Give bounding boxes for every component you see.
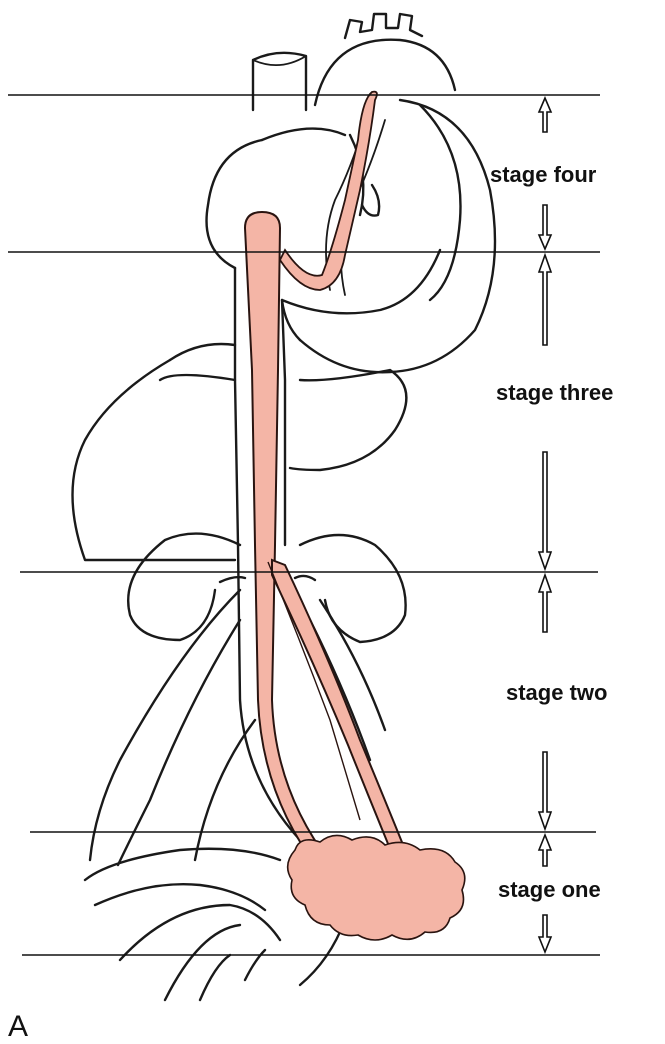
stage-label-four: stage four — [490, 162, 597, 187]
arrow-down-icon — [539, 752, 551, 829]
stage-label-three: stage three — [496, 380, 613, 405]
stage-label-two: stage two — [506, 680, 607, 705]
arrow-down-icon — [539, 915, 551, 952]
arrow-up-icon — [539, 98, 551, 132]
arrow-up-icon — [539, 255, 551, 345]
stage-labels: stage four stage three stage two stage o… — [490, 162, 613, 902]
arrow-up-icon — [539, 835, 551, 866]
panel-letter: A — [8, 1010, 28, 1043]
stage-label-one: stage one — [498, 877, 601, 902]
gonad-blob — [288, 835, 465, 940]
stage-arrows — [539, 98, 551, 952]
arrow-down-icon — [539, 205, 551, 249]
arrow-down-icon — [539, 452, 551, 569]
arrow-up-icon — [539, 575, 551, 632]
